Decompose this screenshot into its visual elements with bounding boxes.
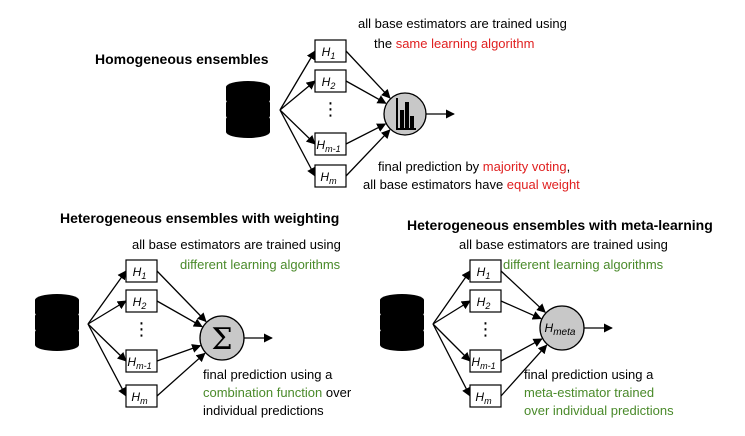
weighting-top-line1: all base estimators are trained using (132, 237, 341, 252)
estimator-label: Hm-1 (471, 355, 495, 371)
homogeneous-bottom-line1-post: , (566, 159, 571, 174)
input-arrow (432, 323, 471, 362)
homogeneous-top-line1: all base estimators are trained using (358, 16, 567, 31)
input-arrow (432, 323, 471, 397)
input-arrow (87, 270, 127, 325)
homogeneous-weight-highlight: equal weight (506, 177, 580, 192)
input-arrow (87, 323, 127, 362)
output-arrow (345, 123, 387, 145)
database-icon (380, 294, 424, 351)
bar-chart-icon (396, 98, 416, 130)
input-arrow (87, 300, 127, 325)
estimator-label: H1 (477, 265, 491, 281)
meta-over-highlight: over individual predictions (524, 403, 674, 418)
database-icon (35, 294, 79, 351)
bar-chart-bar (410, 116, 414, 128)
bar-chart-axis (396, 128, 416, 130)
bar-chart-axis (396, 98, 398, 130)
homogeneous-bottom-line2: all base estimators have equal weight (363, 178, 580, 191)
input-arrow (279, 80, 316, 111)
output-arrow (156, 270, 207, 323)
bar-chart-bar (405, 102, 409, 128)
input-arrow (432, 300, 471, 325)
ellipsis-label: ⋮ (133, 319, 151, 339)
meta-estimator-highlight: meta-estimator trained (524, 385, 655, 400)
estimator-label: Hm-1 (127, 355, 151, 371)
estimator-label: Hm-1 (316, 138, 340, 154)
weighting-combination-highlight: combination function (203, 385, 323, 400)
input-arrow (279, 50, 316, 111)
database-icon (226, 81, 270, 138)
estimator-label: Hm (320, 170, 337, 186)
estimator-label: Hm (131, 390, 148, 406)
weighting-title: Heterogeneous ensembles with weighting (60, 210, 340, 226)
homogeneous-top-line2-pre: the (374, 36, 396, 51)
bar-chart-bar (400, 110, 404, 128)
output-arrow (500, 270, 546, 313)
homogeneous-algorithm-highlight: same learning algorithm (395, 36, 535, 51)
input-arrow (87, 323, 127, 397)
estimator-label: H2 (477, 295, 491, 311)
meta-top-line1: all base estimators are trained using (459, 237, 668, 252)
estimator-label: H1 (322, 45, 336, 61)
output-arrow (500, 338, 543, 362)
output-arrow (156, 352, 206, 397)
output-arrow (156, 344, 202, 362)
output-arrow (156, 300, 203, 328)
output-arrow (500, 344, 548, 397)
weighting-bottom-line1: final prediction using a (203, 367, 333, 382)
weighting-bottom-line2: combination function over (203, 386, 351, 399)
output-arrow (345, 129, 391, 177)
meta-title: Heterogeneous ensembles with meta-learni… (407, 217, 713, 233)
weighting-bottom-line2-post: over (322, 385, 352, 400)
homogeneous-title: Homogeneous ensembles (95, 51, 269, 67)
output-arrow (345, 80, 387, 104)
homogeneous-bottom-line1: final prediction by majority voting, (378, 160, 570, 173)
database-layer (380, 326, 424, 351)
meta-bottom-line1: final prediction using a (524, 367, 654, 382)
database-layer (226, 113, 270, 138)
input-arrow (279, 109, 316, 177)
homogeneous-bottom-line2-pre: all base estimators have (363, 177, 507, 192)
ellipsis-label: ⋮ (322, 99, 340, 119)
meta-estimator-label: Hmeta (545, 321, 576, 338)
output-arrow (500, 300, 542, 320)
estimator-label: H2 (133, 295, 147, 311)
homogeneous-bottom-line1-pre: final prediction by (378, 159, 483, 174)
homogeneous-top-line2: the same learning algorithm (374, 37, 534, 50)
estimator-label: H2 (322, 75, 336, 91)
sigma-icon: Σ (211, 322, 232, 357)
output-arrow (345, 50, 391, 99)
input-arrow (279, 109, 316, 145)
meta-algorithms-highlight: different learning algorithms (503, 257, 664, 272)
input-arrow (432, 270, 471, 325)
ellipsis-label: ⋮ (477, 319, 495, 339)
estimator-label: H1 (133, 265, 147, 281)
homogeneous-voting-highlight: majority voting (482, 159, 567, 174)
database-layer (35, 326, 79, 351)
weighting-bottom-line3: individual predictions (203, 403, 324, 418)
weighting-algorithms-highlight: different learning algorithms (180, 257, 341, 272)
estimator-label: Hm (475, 390, 492, 406)
